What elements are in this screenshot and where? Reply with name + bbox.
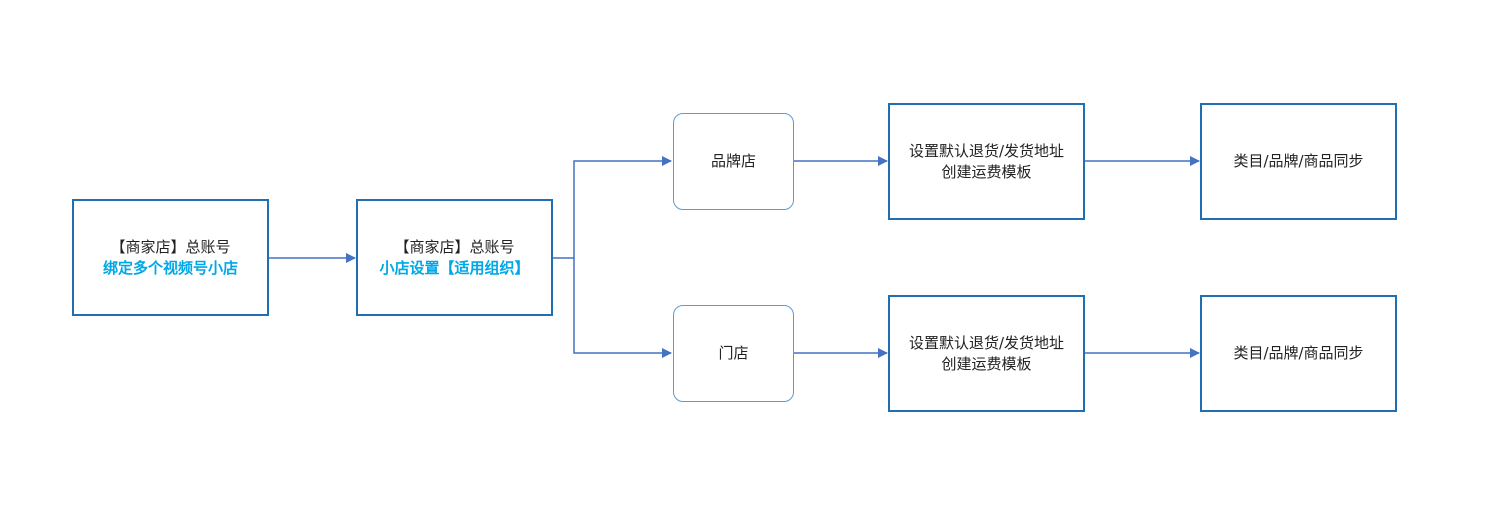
- account-node-highlight: 绑定多个视频号小店: [102, 258, 238, 277]
- arrow-settings-to-brand-store: [553, 156, 672, 259]
- retail-sync-label: 类目/品牌/商品同步: [1233, 344, 1364, 362]
- retail-config-node: 设置默认退货/发货地址 创建运费模板: [888, 295, 1085, 412]
- shop-settings-node-highlight: 小店设置【适用组织】: [379, 258, 530, 277]
- brand-sync-label: 类目/品牌/商品同步: [1233, 152, 1364, 170]
- account-node: 【商家店】总账号 绑定多个视频号小店: [72, 199, 269, 316]
- account-node-title: 【商家店】总账号: [110, 237, 231, 256]
- shop-settings-node-title: 【商家店】总账号: [394, 237, 515, 256]
- retail-config-line1: 设置默认退货/发货地址: [908, 333, 1065, 352]
- brand-store-node: 品牌店: [673, 113, 794, 210]
- brand-config-node: 设置默认退货/发货地址 创建运费模板: [888, 103, 1085, 220]
- retail-store-label: 门店: [718, 344, 749, 362]
- brand-config-line2: 创建运费模板: [941, 162, 1032, 181]
- retail-config-line2: 创建运费模板: [941, 354, 1032, 373]
- arrow-settings-to-retail-store: [573, 258, 672, 358]
- retail-sync-node: 类目/品牌/商品同步: [1200, 295, 1397, 412]
- retail-store-node: 门店: [673, 305, 794, 402]
- brand-config-line1: 设置默认退货/发货地址: [908, 141, 1065, 160]
- brand-store-label: 品牌店: [710, 152, 756, 170]
- brand-sync-node: 类目/品牌/商品同步: [1200, 103, 1397, 220]
- shop-settings-node: 【商家店】总账号 小店设置【适用组织】: [356, 199, 553, 316]
